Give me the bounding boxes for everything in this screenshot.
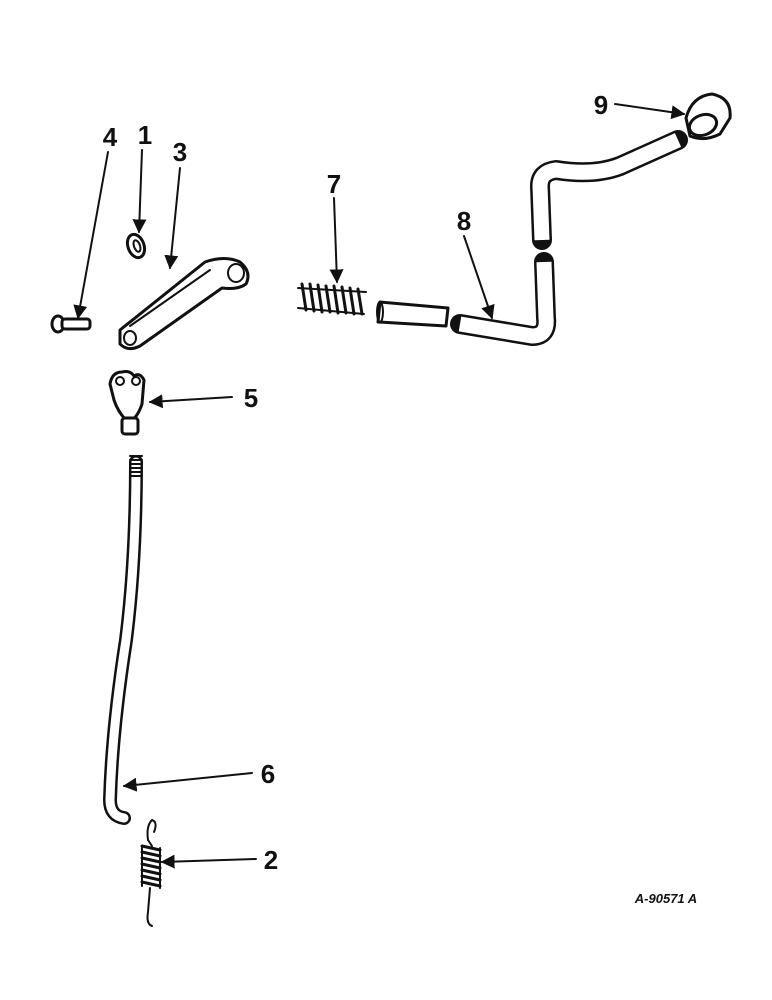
leader-lines xyxy=(73,103,686,869)
leader-2 xyxy=(160,854,257,869)
part-7-spring xyxy=(297,282,367,316)
callout-5: 5 xyxy=(244,383,258,413)
callout-3: 3 xyxy=(173,137,187,167)
part-3-lever xyxy=(118,257,250,351)
callout-7: 7 xyxy=(327,169,341,199)
callout-1: 1 xyxy=(138,120,152,150)
figure-reference: A-90571 A xyxy=(634,891,697,906)
callout-9: 9 xyxy=(594,90,608,120)
leader-1 xyxy=(132,149,147,234)
part-5-clevis xyxy=(108,370,146,436)
part-2-spring xyxy=(140,819,162,927)
callout-2: 2 xyxy=(264,845,278,875)
part-6-rod xyxy=(103,455,143,825)
part-4-pin xyxy=(50,314,92,334)
leader-3 xyxy=(164,167,181,270)
part-8-shaft xyxy=(376,130,688,346)
leader-9 xyxy=(614,103,686,120)
leader-7 xyxy=(329,197,344,284)
leader-6 xyxy=(122,772,253,792)
callout-8: 8 xyxy=(457,206,471,236)
part-9-knob xyxy=(684,92,732,141)
callout-6: 6 xyxy=(261,759,275,789)
part-1-washer xyxy=(125,232,147,260)
leader-8 xyxy=(463,235,495,320)
leader-4 xyxy=(73,151,109,320)
callout-4: 4 xyxy=(103,122,118,152)
leader-5 xyxy=(148,394,233,409)
